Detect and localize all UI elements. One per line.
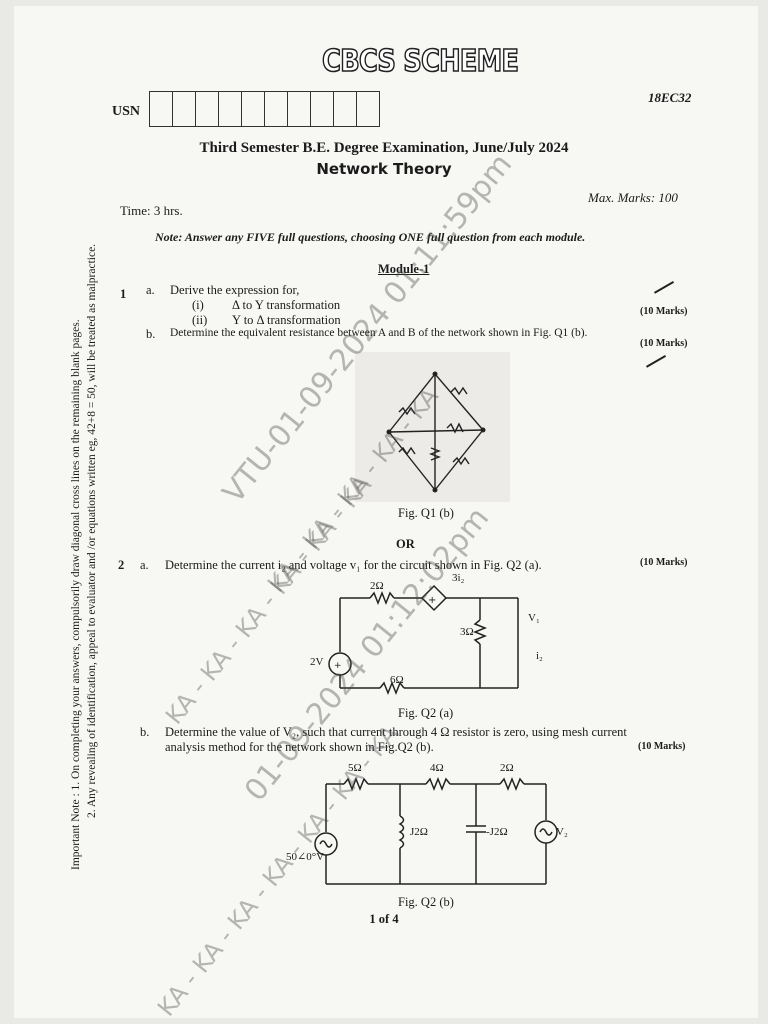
resistor	[450, 386, 468, 396]
resistor	[452, 456, 470, 466]
q2b-label-r1: 5Ω	[348, 762, 362, 774]
node-d	[480, 427, 486, 433]
exam-title: Third Semester B.E. Degree Examination, …	[199, 140, 569, 156]
node-c	[386, 429, 392, 435]
scheme-title: CBCS SCHEME	[321, 43, 519, 80]
q1a-i-text: Δ to Y transformation	[232, 298, 341, 312]
course-code: 18EC32	[648, 90, 692, 105]
q2b-marks: (10 Marks)	[638, 741, 686, 752]
resistor-2ohm	[369, 590, 395, 606]
q1b-label: b.	[146, 327, 156, 341]
module-heading: Module-1	[378, 262, 430, 276]
fig-q2b-caption: Fig. Q2 (b)	[398, 895, 454, 909]
wire	[434, 373, 484, 431]
resistor-5ohm	[343, 776, 369, 792]
node-b	[432, 487, 438, 493]
side-note-line-1: Important Note : 1. On completing your a…	[70, 319, 82, 870]
fig-q1b-network	[355, 352, 510, 502]
q2a-label-dep: 3i₂	[452, 572, 465, 584]
usn-box	[172, 91, 196, 127]
resistor	[398, 446, 416, 456]
q2a-text: Determine the current i₂ and voltage v₁ …	[165, 558, 542, 572]
q2a-label-r1: 2Ω	[370, 580, 384, 592]
q2b-label-src: 50∠0°V	[286, 851, 325, 863]
time-label: Time: 3 hrs.	[120, 203, 183, 218]
resistor-3ohm	[472, 619, 488, 645]
q2a-label-r3: 6Ω	[390, 674, 404, 686]
usn-box	[310, 91, 334, 127]
max-marks: Max. Marks: 100	[588, 190, 678, 205]
q2a-marks: (10 Marks)	[640, 557, 688, 568]
q1b-marks: (10 Marks)	[640, 338, 688, 349]
q1a-ii-label: (ii)	[192, 313, 208, 327]
or-separator: OR	[396, 537, 415, 551]
wire	[388, 373, 436, 433]
ac-symbol	[539, 828, 553, 836]
usn-box	[218, 91, 242, 127]
q1a-label: a.	[146, 283, 155, 297]
resistor-6ohm	[379, 680, 405, 696]
usn-box	[264, 91, 288, 127]
q1-number: 1	[120, 287, 127, 301]
usn-box	[195, 91, 219, 127]
resistor-2ohm	[499, 776, 525, 792]
q2b-label: b.	[140, 725, 150, 739]
q1a-i-label: (i)	[192, 298, 204, 312]
q2a-label-v1: V₁	[528, 612, 540, 624]
q1a-text: Derive the expression for,	[170, 283, 300, 297]
node-a	[432, 371, 438, 377]
usn-box	[333, 91, 357, 127]
inductor	[398, 815, 405, 849]
q1a-ii-text: Y to Δ transformation	[232, 313, 341, 327]
fig-q1b-caption: Fig. Q1 (b)	[398, 506, 454, 520]
q2a-label-src: 2V	[310, 656, 324, 668]
instructions-note: Note: Answer any FIVE full questions, ch…	[155, 230, 586, 244]
source-polarity: +	[334, 661, 342, 671]
side-important-note: Important Note : 1. On completing your a…	[68, 230, 100, 870]
fig-q2a-circuit: + +	[328, 584, 519, 696]
fig-q2a-caption: Fig. Q2 (a)	[398, 706, 454, 720]
usn-label: USN	[112, 104, 141, 119]
q2a-label-r2: 3Ω	[460, 626, 474, 638]
subject-title: Network Theory	[316, 160, 452, 178]
resistor	[398, 406, 416, 416]
q2a-label: a.	[140, 558, 149, 572]
wire	[388, 431, 436, 491]
q2b-label-c1: -J2Ω	[486, 826, 508, 838]
usn-box	[241, 91, 265, 127]
q2b-label-v2: V₂	[556, 826, 568, 838]
ac-symbol	[319, 840, 333, 848]
exam-paper	[14, 6, 758, 1018]
q2b-label-l1: J2Ω	[410, 826, 428, 838]
usn-boxes	[149, 91, 380, 127]
usn-box	[287, 91, 311, 127]
q2-number: 2	[118, 558, 125, 572]
wire	[388, 429, 484, 433]
q2b-text-2: analysis method for the network shown in…	[165, 740, 434, 754]
dep-source-polarity: +	[428, 595, 436, 606]
q2b-label-r3: 2Ω	[500, 762, 514, 774]
q2a-label-i2: i₂	[536, 650, 543, 662]
page-number: 1 of 4	[369, 912, 399, 926]
resistor	[429, 447, 441, 461]
resistor	[446, 422, 464, 434]
usn-box	[149, 91, 173, 127]
fig-q2b-circuit	[314, 776, 558, 885]
side-note-line-2: 2. Any revealing of identification, appe…	[86, 243, 98, 818]
q1b-text: Determine the equivalent resistance betw…	[170, 327, 588, 339]
q1a-marks: (10 Marks)	[640, 306, 688, 317]
q2b-label-r2: 4Ω	[430, 762, 444, 774]
usn-box	[356, 91, 380, 127]
resistor-4ohm	[425, 776, 451, 792]
q2b-text-1: Determine the value of V₂, such that cur…	[165, 725, 627, 739]
